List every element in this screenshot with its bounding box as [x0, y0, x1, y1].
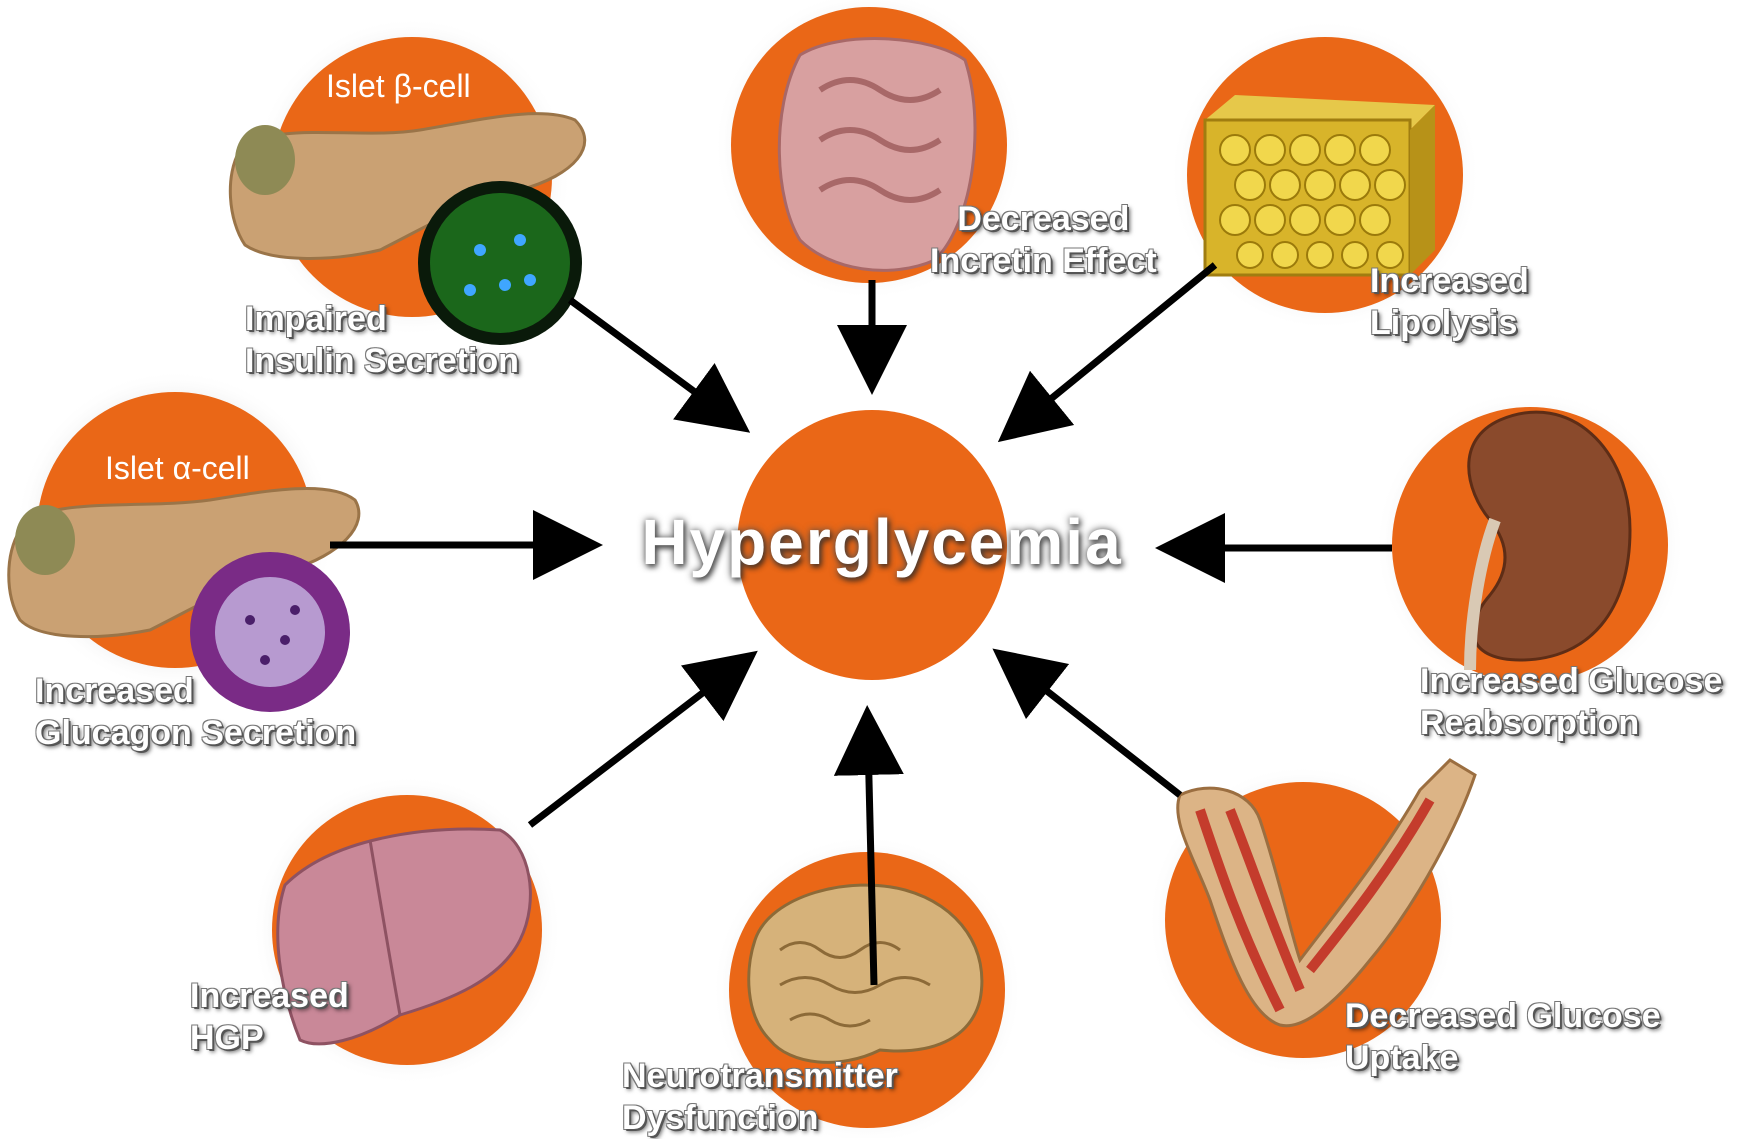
brain-icon — [749, 885, 982, 1062]
arrow-lipolysis — [1025, 265, 1215, 420]
label-brain-line1: Neurotransmitter — [622, 1055, 898, 1097]
label-liver-line1: Increased — [190, 975, 349, 1017]
label-liver-line2: HGP — [190, 1017, 349, 1059]
label-lipolysis-line2: Lipolysis — [1370, 302, 1529, 344]
label-muscle-line2: Uptake — [1345, 1037, 1661, 1079]
label-muscle: Decreased Glucose Uptake — [1345, 995, 1661, 1079]
cell-label-beta: Islet β-cell — [326, 68, 471, 105]
label-alpha-line1: Increased — [35, 670, 356, 712]
label-alpha-cell: Increased Glucagon Secretion — [35, 670, 356, 754]
label-brain-line2: Dysfunction — [622, 1097, 898, 1139]
arrow-muscle — [1020, 670, 1180, 795]
label-beta-line2: Insulin Secretion — [245, 340, 519, 382]
label-incretin: Decreased Incretin Effect — [930, 198, 1157, 282]
label-muscle-line1: Decreased Glucose — [1345, 995, 1661, 1037]
label-alpha-line2: Glucagon Secretion — [35, 712, 356, 754]
node-beta-cell — [230, 17, 584, 345]
label-incretin-line1: Decreased — [930, 198, 1157, 240]
label-kidney-line2: Reabsorption — [1420, 702, 1722, 744]
cell-label-alpha: Islet α-cell — [105, 450, 250, 487]
arrow-beta-cell — [570, 300, 722, 412]
label-beta-line1: Impaired — [245, 298, 519, 340]
label-lipolysis: Increased Lipolysis — [1370, 260, 1529, 344]
label-incretin-line2: Incretin Effect — [930, 240, 1157, 282]
label-brain: Neurotransmitter Dysfunction — [622, 1055, 898, 1139]
label-beta-cell: Impaired Insulin Secretion — [245, 298, 519, 382]
adipose-icon — [1205, 95, 1435, 275]
center-title: Hyperglycemia — [0, 505, 1764, 579]
label-kidney: Increased Glucose Reabsorption — [1420, 660, 1722, 744]
label-lipolysis-line1: Increased — [1370, 260, 1529, 302]
label-kidney-line1: Increased Glucose — [1420, 660, 1722, 702]
label-liver: Increased HGP — [190, 975, 349, 1059]
arrow-liver — [530, 672, 730, 825]
